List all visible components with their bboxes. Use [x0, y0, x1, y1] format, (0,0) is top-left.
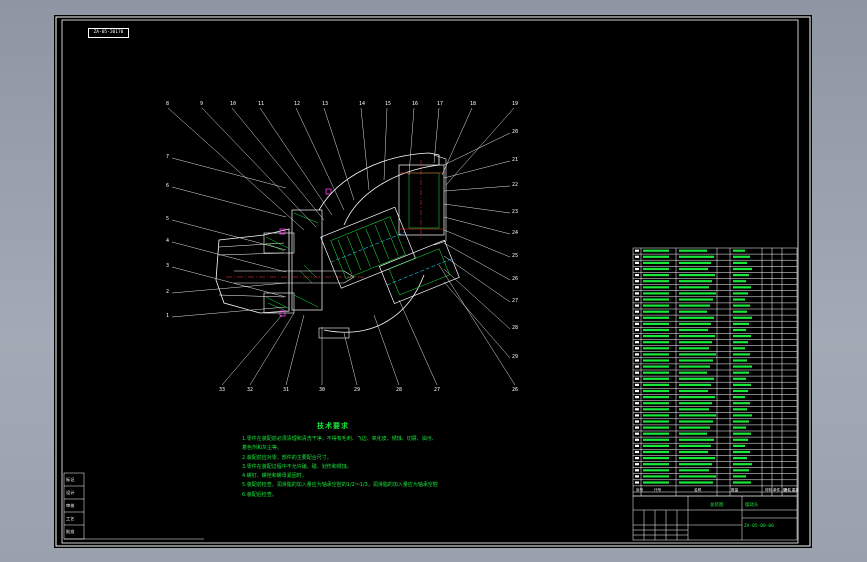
part-label-right: 29 — [512, 354, 519, 360]
part-label-right: 22 — [512, 182, 519, 188]
part-label-right: 26 — [512, 276, 519, 282]
part-leader-lines — [167, 107, 516, 386]
revision-row-label: 审核 — [66, 503, 75, 508]
technical-requirement-line: 5.装配前检查，润滑脂的加入量应为轴承空腔的1/2～1/3，润滑脂的加入量应为轴… — [242, 482, 438, 489]
part-label-bottom: 27 — [434, 387, 441, 393]
technical-requirement-line: 2.装配前应对零、部件的主要配合尺寸。 — [242, 454, 332, 461]
part-label-left: 5 — [166, 216, 170, 222]
part-label-top: 15 — [385, 101, 392, 107]
drawing-number-box: ZA-05-20170 — [88, 28, 129, 38]
part-label-right: 21 — [512, 157, 519, 163]
part-label-top: 19 — [512, 101, 519, 107]
part-label-top: 10 — [230, 101, 237, 107]
part-label-left: 7 — [166, 154, 170, 160]
swing-head-assembly — [215, 152, 460, 339]
part-label-right: 28 — [512, 325, 519, 331]
parts-table-header-cell: 数量 — [731, 488, 739, 492]
part-label-top: 16 — [412, 101, 419, 107]
part-label-left: 4 — [166, 238, 170, 244]
technical-requirement-line: 3.零件在装配过程中不允许磕、碰、划伤和锈蚀。 — [242, 463, 352, 470]
part-label-bottom: 32 — [247, 387, 254, 393]
parts-table-header-cell: 单件 总计 重量 — [773, 488, 799, 492]
part-label-top: 8 — [166, 101, 170, 107]
part-label-bottom: 28 — [396, 387, 403, 393]
part-label-top: 14 — [359, 101, 366, 107]
parts-table-header-cell: 材料 — [765, 488, 773, 492]
part-label-bottom: 31 — [283, 387, 290, 393]
cad-drawing — [55, 16, 811, 547]
part-label-bottom: 33 — [219, 387, 226, 393]
part-label-right: 20 — [512, 129, 519, 135]
part-label-right: 27 — [512, 298, 519, 304]
technical-requirement-line: 1.零件在装配前必须清理和清洗干净，不得有毛刺、飞边、氧化皮、锈蚀、切屑、油污、 — [242, 436, 437, 442]
part-label-top: 17 — [437, 101, 444, 107]
technical-requirement-line: 4.螺钉、螺栓和螺母紧固时， — [242, 473, 307, 480]
revision-row-label: 标记 — [66, 477, 75, 482]
parts-table-header-cell: 序号 — [636, 488, 644, 492]
technical-requirement-line: 6.装配后检查。 — [242, 491, 277, 498]
part-label-left: 1 — [166, 313, 170, 319]
parts-table-header-cell: 名称 — [694, 488, 702, 492]
part-label-bottom: 30 — [319, 387, 326, 393]
part-label-top: 12 — [294, 101, 301, 107]
title-block-drawing-code: ZA-05-00-00 — [744, 524, 774, 529]
part-label-bottom: 26 — [512, 387, 519, 393]
part-label-right: 23 — [512, 209, 519, 215]
part-label-right: 24 — [512, 230, 519, 236]
revision-row-label: 工艺 — [66, 516, 75, 521]
parts-table-header-cell: 代号 — [654, 488, 662, 492]
part-label-top: 13 — [322, 101, 329, 107]
title-block-drawing-name: 总装图 — [710, 503, 724, 508]
title-block-part-name: 摆动头 — [745, 503, 759, 508]
inner-frame — [61, 19, 799, 544]
technical-requirements-notes: 1.零件在装配前必须清理和清洗干净，不得有毛刺、飞边、氧化皮、锈蚀、切屑、油污、… — [242, 435, 438, 500]
part-label-left: 6 — [166, 183, 170, 189]
part-label-left: 3 — [166, 263, 170, 269]
technical-requirements-title: 技术要求 — [317, 422, 349, 430]
revision-row-label: 设计 — [66, 490, 75, 495]
part-label-top: 18 — [470, 101, 477, 107]
parts-list-table — [64, 247, 798, 541]
part-label-right: 25 — [512, 253, 519, 259]
part-label-top: 11 — [258, 101, 265, 107]
part-label-left: 2 — [166, 289, 170, 295]
parts-table-header-cell: 备注 — [784, 488, 792, 492]
technical-requirement-line: 着色剂和灰尘等。 — [242, 445, 283, 452]
part-label-top: 9 — [200, 101, 204, 107]
revision-block — [63, 472, 85, 540]
outer-frame — [55, 16, 811, 547]
part-label-bottom: 29 — [354, 387, 361, 393]
revision-row-label: 批准 — [66, 529, 75, 534]
